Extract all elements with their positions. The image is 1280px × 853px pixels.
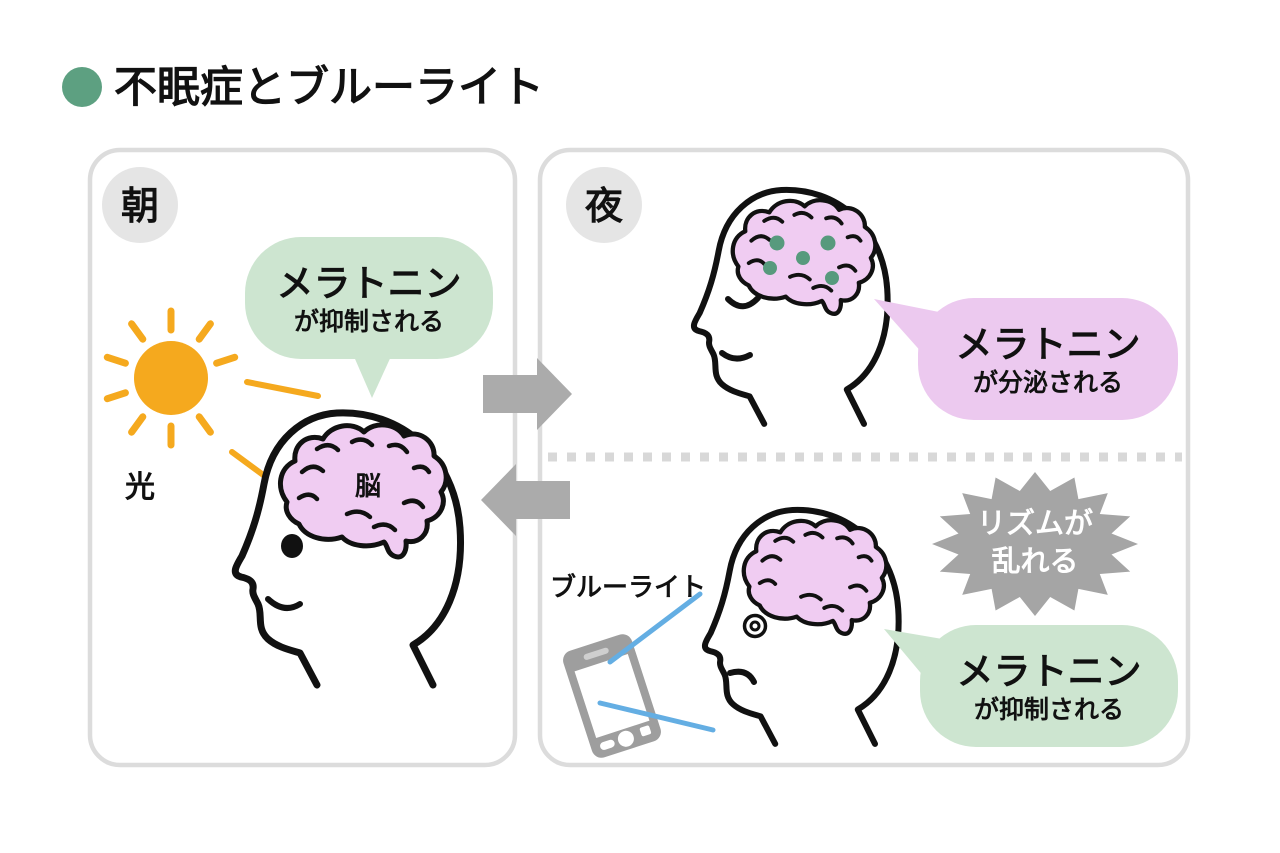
melatonin-dot bbox=[825, 271, 839, 285]
morning-head-icon: 脳 bbox=[235, 413, 460, 685]
melatonin-dot bbox=[820, 235, 836, 251]
morning-suppression-bubble: メラトニン が抑制される bbox=[245, 237, 493, 398]
night-suppression-bubble: メラトニン が抑制される bbox=[884, 625, 1178, 747]
title-bullet-icon bbox=[62, 67, 102, 107]
eye-strained-inner bbox=[749, 620, 761, 632]
eye-strained-icon bbox=[742, 613, 768, 639]
night-badge-label: 夜 bbox=[584, 186, 624, 228]
bubble-line1: メラトニン bbox=[277, 263, 462, 304]
brain-label: 脳 bbox=[354, 471, 381, 501]
phone-home-button bbox=[617, 730, 634, 747]
night-badge bbox=[566, 167, 642, 243]
night-secretion-bubble: メラトニン が分泌される bbox=[874, 298, 1178, 420]
starburst-line1: リズムが bbox=[977, 506, 1093, 540]
speech-bubble bbox=[245, 237, 493, 359]
speech-bubble bbox=[918, 298, 1178, 420]
morning-badge-label: 朝 bbox=[121, 186, 159, 228]
starburst-shape bbox=[932, 472, 1138, 616]
bubble-line2: が抑制される bbox=[294, 307, 444, 336]
bubble-line2: が抑制される bbox=[974, 695, 1124, 724]
blue-light-label: ブルーライト bbox=[550, 572, 706, 602]
smartphone-icon bbox=[563, 634, 661, 758]
sun-rays bbox=[103, 307, 239, 449]
morning-badge bbox=[102, 167, 178, 243]
phone-screen bbox=[574, 654, 650, 738]
bubble-line1: メラトニン bbox=[956, 324, 1141, 365]
sun-disc bbox=[134, 341, 208, 415]
speech-bubble bbox=[920, 625, 1178, 747]
melatonin-dot bbox=[763, 261, 777, 275]
melatonin-dot bbox=[796, 251, 810, 265]
arrow-left-icon bbox=[481, 464, 570, 536]
night-strained-head-icon bbox=[705, 510, 899, 744]
starburst-line2: 乱れる bbox=[991, 545, 1078, 578]
eye-closed-icon bbox=[725, 295, 761, 310]
arrow-right-icon bbox=[483, 358, 572, 430]
phone-button-left bbox=[600, 739, 615, 750]
frown-mouth-icon bbox=[727, 668, 757, 685]
page-title: 不眠症とブルーライト bbox=[114, 63, 544, 112]
phone-speaker bbox=[583, 647, 609, 660]
melatonin-dots bbox=[763, 235, 839, 285]
eye-open-icon bbox=[281, 534, 303, 558]
speech-bubble-tail bbox=[352, 352, 393, 398]
light-label: 光 bbox=[125, 471, 155, 504]
bubble-line2: が分泌される bbox=[973, 368, 1123, 397]
rhythm-starburst: リズムが 乱れる bbox=[932, 472, 1138, 616]
phone-button-right bbox=[639, 725, 652, 737]
smile-mouth-icon bbox=[719, 350, 753, 362]
bubble-line1: メラトニン bbox=[957, 651, 1142, 692]
blue-light-beams bbox=[597, 591, 716, 733]
smile-mouth-icon bbox=[265, 596, 303, 611]
melatonin-dot bbox=[769, 235, 785, 251]
night-sleep-head-icon bbox=[694, 190, 888, 424]
